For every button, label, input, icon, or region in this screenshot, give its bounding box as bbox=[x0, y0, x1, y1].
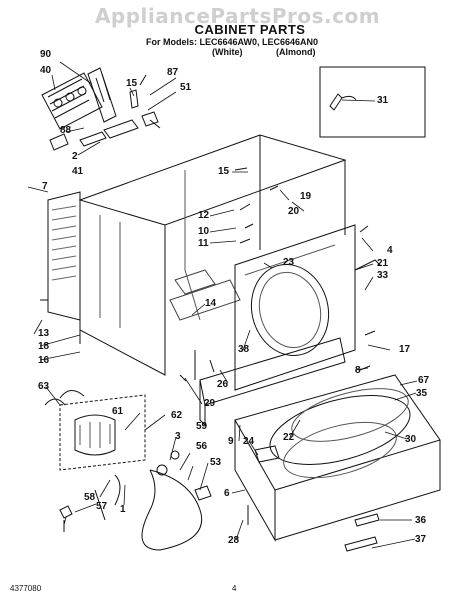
callout-label: 53 bbox=[210, 457, 222, 468]
callout-label: 4 bbox=[387, 245, 393, 256]
diagram-title: CABINET PARTS bbox=[194, 22, 306, 37]
callout-label: 38 bbox=[238, 344, 250, 355]
callout-label: 10 bbox=[198, 226, 210, 237]
callout-label: 7 bbox=[42, 181, 48, 192]
callout-label: 33 bbox=[377, 270, 389, 281]
callout-label: 51 bbox=[180, 82, 192, 93]
callout-label: 87 bbox=[167, 67, 179, 78]
callout-label: 1 bbox=[120, 504, 126, 515]
callout-label: 6 bbox=[224, 488, 230, 499]
callout-label: 11 bbox=[198, 238, 209, 249]
cabinet-left-side bbox=[79, 200, 166, 376]
drive-belt bbox=[141, 469, 202, 551]
callout-label: 2 bbox=[72, 151, 78, 162]
color-almond: (Almond) bbox=[276, 47, 316, 57]
callout-label: 20 bbox=[288, 206, 300, 217]
callout-label: 17 bbox=[399, 344, 411, 355]
control-panel bbox=[41, 72, 103, 130]
motor-box bbox=[59, 394, 146, 471]
motor bbox=[74, 414, 116, 456]
callout-label: 30 bbox=[405, 434, 417, 445]
front-panel bbox=[234, 224, 356, 391]
callout-label: 3 bbox=[175, 431, 181, 442]
callout-label: 31 bbox=[377, 95, 389, 106]
callout-label: 58 bbox=[84, 492, 96, 503]
callout-label: 88 bbox=[60, 125, 72, 136]
callout-label: 62 bbox=[171, 410, 183, 421]
callout-label: 21 bbox=[377, 258, 389, 269]
callout-label: 15 bbox=[218, 166, 230, 177]
callout-label: 18 bbox=[38, 341, 50, 352]
callout-label: 19 bbox=[300, 191, 312, 202]
callout-label: 40 bbox=[40, 65, 52, 76]
document-number: 4377080 bbox=[10, 584, 42, 593]
callout-label: 28 bbox=[228, 535, 240, 546]
callout-label: 67 bbox=[418, 375, 430, 386]
door-opening bbox=[250, 263, 330, 357]
color-white: (White) bbox=[212, 47, 243, 57]
callout-label: 13 bbox=[38, 328, 50, 339]
callout-label: 16 bbox=[38, 355, 50, 366]
callout-label: 23 bbox=[283, 257, 295, 268]
rear-panel bbox=[47, 191, 81, 321]
callout-label: 90 bbox=[40, 49, 52, 60]
callout-label: 63 bbox=[38, 381, 50, 392]
models-line: For Models: LEC6646AW0, LEC6646AN0 bbox=[146, 37, 319, 47]
watermark: AppliancePartsPros.com bbox=[94, 4, 381, 28]
callout-label: 12 bbox=[198, 210, 210, 221]
callout-label: 8 bbox=[355, 365, 361, 376]
door-outer bbox=[234, 374, 441, 491]
callout-label: 29 bbox=[204, 398, 216, 409]
callout-label: 22 bbox=[283, 432, 295, 443]
callout-label: 61 bbox=[112, 406, 124, 417]
callout-label: 35 bbox=[416, 388, 428, 399]
callout-label: 37 bbox=[415, 534, 427, 545]
callout-label: 59 bbox=[196, 421, 208, 432]
inset-box bbox=[319, 66, 426, 138]
door-seal bbox=[269, 395, 411, 465]
callout-label: 14 bbox=[205, 298, 217, 309]
callout-label: 15 bbox=[126, 78, 138, 89]
callout-label: 9 bbox=[228, 436, 234, 447]
page-number: 4 bbox=[232, 584, 237, 593]
toe-panel bbox=[199, 337, 346, 406]
callout-label: 57 bbox=[96, 501, 108, 512]
callout-label: 41 bbox=[72, 166, 84, 177]
callout-label: 24 bbox=[243, 436, 255, 447]
callout-label: 56 bbox=[196, 441, 208, 452]
cabinet-top bbox=[78, 134, 347, 226]
callout-label: 26 bbox=[217, 379, 229, 390]
callout-label: 36 bbox=[415, 515, 427, 526]
